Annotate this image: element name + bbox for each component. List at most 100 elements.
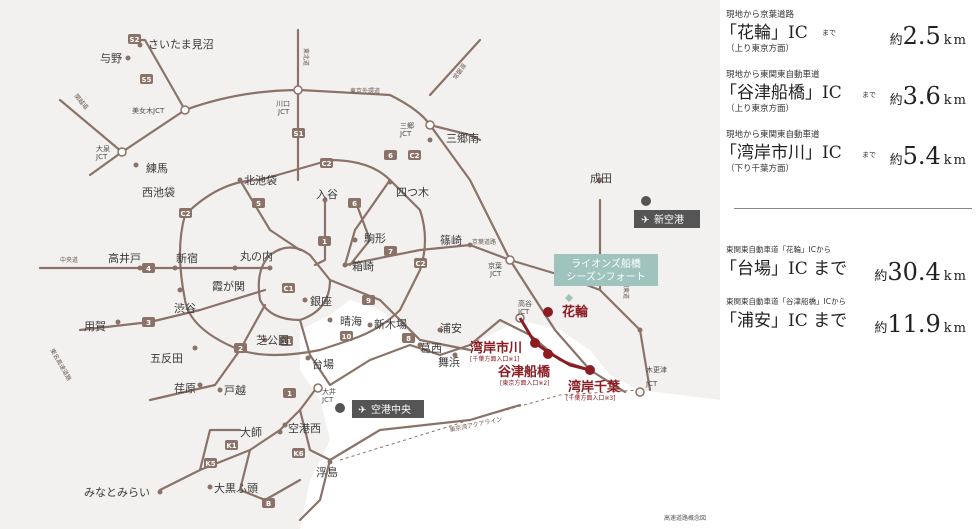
property-pin-icon [565,294,573,302]
direction-text: （上り東京方面） [726,104,795,114]
place-label: 篠崎 [440,233,462,247]
ic-marker-hanawa [543,307,553,317]
svg-text:S1: S1 [294,130,304,138]
place-label: 成田 [590,172,612,185]
route-text: 現地から東関東自動車道 [726,130,820,140]
panel-divider [734,208,972,209]
svg-text:9: 9 [366,297,371,305]
made-text: まで [862,91,876,99]
ic-marker-wangan-ichikawa [530,338,540,348]
place-label: 北池袋 [244,173,277,187]
svg-text:1: 1 [287,390,292,398]
destination-name: 「台場」IC まで [720,259,848,279]
property-name-line1: ライオンズ船橋 [571,257,641,270]
route-badge: C1 [282,283,295,293]
place-label: 練馬 [146,161,168,175]
svg-text:S5: S5 [142,76,152,84]
svg-text:C2: C2 [180,210,190,218]
place-label: 与野 [100,52,122,65]
svg-text:C1: C1 [283,285,293,293]
aqualine-route [339,389,641,461]
place-label: さいたま見沼 [148,37,214,51]
property-marker[interactable]: ライオンズ船橋 シーズンフォート [554,254,658,302]
route-badge: 2 [234,343,247,353]
airport-box [352,400,424,418]
svg-text:2: 2 [238,345,243,353]
place-label: 三郷 [400,121,414,130]
place-label: 三郷南 [446,131,479,145]
route-badge: 3 [142,317,155,327]
svg-text:10: 10 [342,333,352,341]
highlight-ic-markers [530,307,595,375]
place-label: 舞浜 [438,356,460,369]
route-badge: S5 [140,74,153,84]
ic-marker-yatsu-funabashi [543,349,553,359]
route-badge: K5 [204,458,217,468]
place-label: 浮島 [316,465,338,479]
svg-text:6: 6 [388,152,393,160]
place-label: 木更津 [646,365,667,374]
route-badge: K1 [225,440,238,450]
route-badge: C2 [179,208,192,218]
ic-marker-wangan-chiba [585,365,595,375]
jct-misato [425,120,435,130]
svg-text:3: 3 [146,319,151,327]
place-label: 四つ木 [396,186,429,199]
place-label: 箱崎 [352,259,374,273]
route-badge: C2 [414,258,427,268]
route-text: 東関東自動車道「花輪」ICから [726,245,831,254]
place-label: 荏原 [174,382,196,395]
ic-label-hanawa: 花輪 [562,304,589,320]
place-label: 晴海 [340,314,362,328]
svg-text:C2: C2 [415,260,425,268]
route-name: 東北道 [302,48,310,66]
place-label: 五反田 [150,352,183,365]
route-badge: 9 [362,295,375,305]
place-label: 霞が関 [212,279,245,293]
place-label: 芝公園 [256,334,289,347]
place-label: 戸越 [224,383,246,397]
svg-text:7: 7 [388,248,393,256]
place-label: 新木場 [374,317,407,331]
ic-label-yatsu-funabashi: 谷津船橋 [498,364,551,380]
place-label: 空港西 [288,421,321,435]
route-badge: S2 [128,34,141,44]
route-badges: S2 S5 S1 C2 6 5 1 7 6 C2 4 C1 9 8 3 2 11… [128,34,427,508]
map-footnote: 高速道路概念図 [664,514,706,522]
place-label: 駒形 [364,232,386,245]
svg-text:K6: K6 [293,450,303,458]
route-name: 東京外環道 [350,87,380,95]
ic-dots [115,42,643,495]
place-label: JCT [489,270,502,278]
route-badge: 1 [318,236,331,246]
airport-central[interactable]: ✈ 空港中央 [335,400,424,418]
place-label: 美女木JCT [132,106,165,115]
svg-text:8: 8 [406,335,411,343]
place-label: 台場 [312,357,334,371]
place-labels: さいたま見沼 与野 美女木JCT 大泉 JCT 練馬 川口 JCT 三郷 JCT… [84,37,667,499]
svg-text:C2: C2 [321,160,331,168]
place-label: 用賀 [84,320,106,333]
place-label: JCT [517,308,530,316]
route-name: 京葉道路 [472,238,496,246]
place-label: 高井戸 [108,251,141,265]
place-label: JCT [95,153,108,161]
jct-bijogi [180,105,190,115]
place-label: JCT [277,108,290,116]
airport-new[interactable]: ✈ 新空港 [634,196,700,228]
svg-text:K1: K1 [226,442,236,450]
jct-keiyo [505,255,515,265]
svg-text:B: B [266,500,271,508]
route-badge: 6 [348,198,361,208]
place-label: JCT [321,396,334,404]
ic-label-wangan-ichikawa: 湾岸市川 [470,340,522,356]
ic-name: 「湾岸市川」IC [720,143,842,163]
svg-text:S2: S2 [130,36,140,44]
ic-note-wangan-ichikawa: [千葉方面入口※1] [470,355,520,363]
highway-network [38,28,652,522]
place-label: 銀座 [310,294,332,308]
property-name-line2: シーズンフォート [566,270,645,283]
airplane-icon: ✈ [358,405,366,416]
